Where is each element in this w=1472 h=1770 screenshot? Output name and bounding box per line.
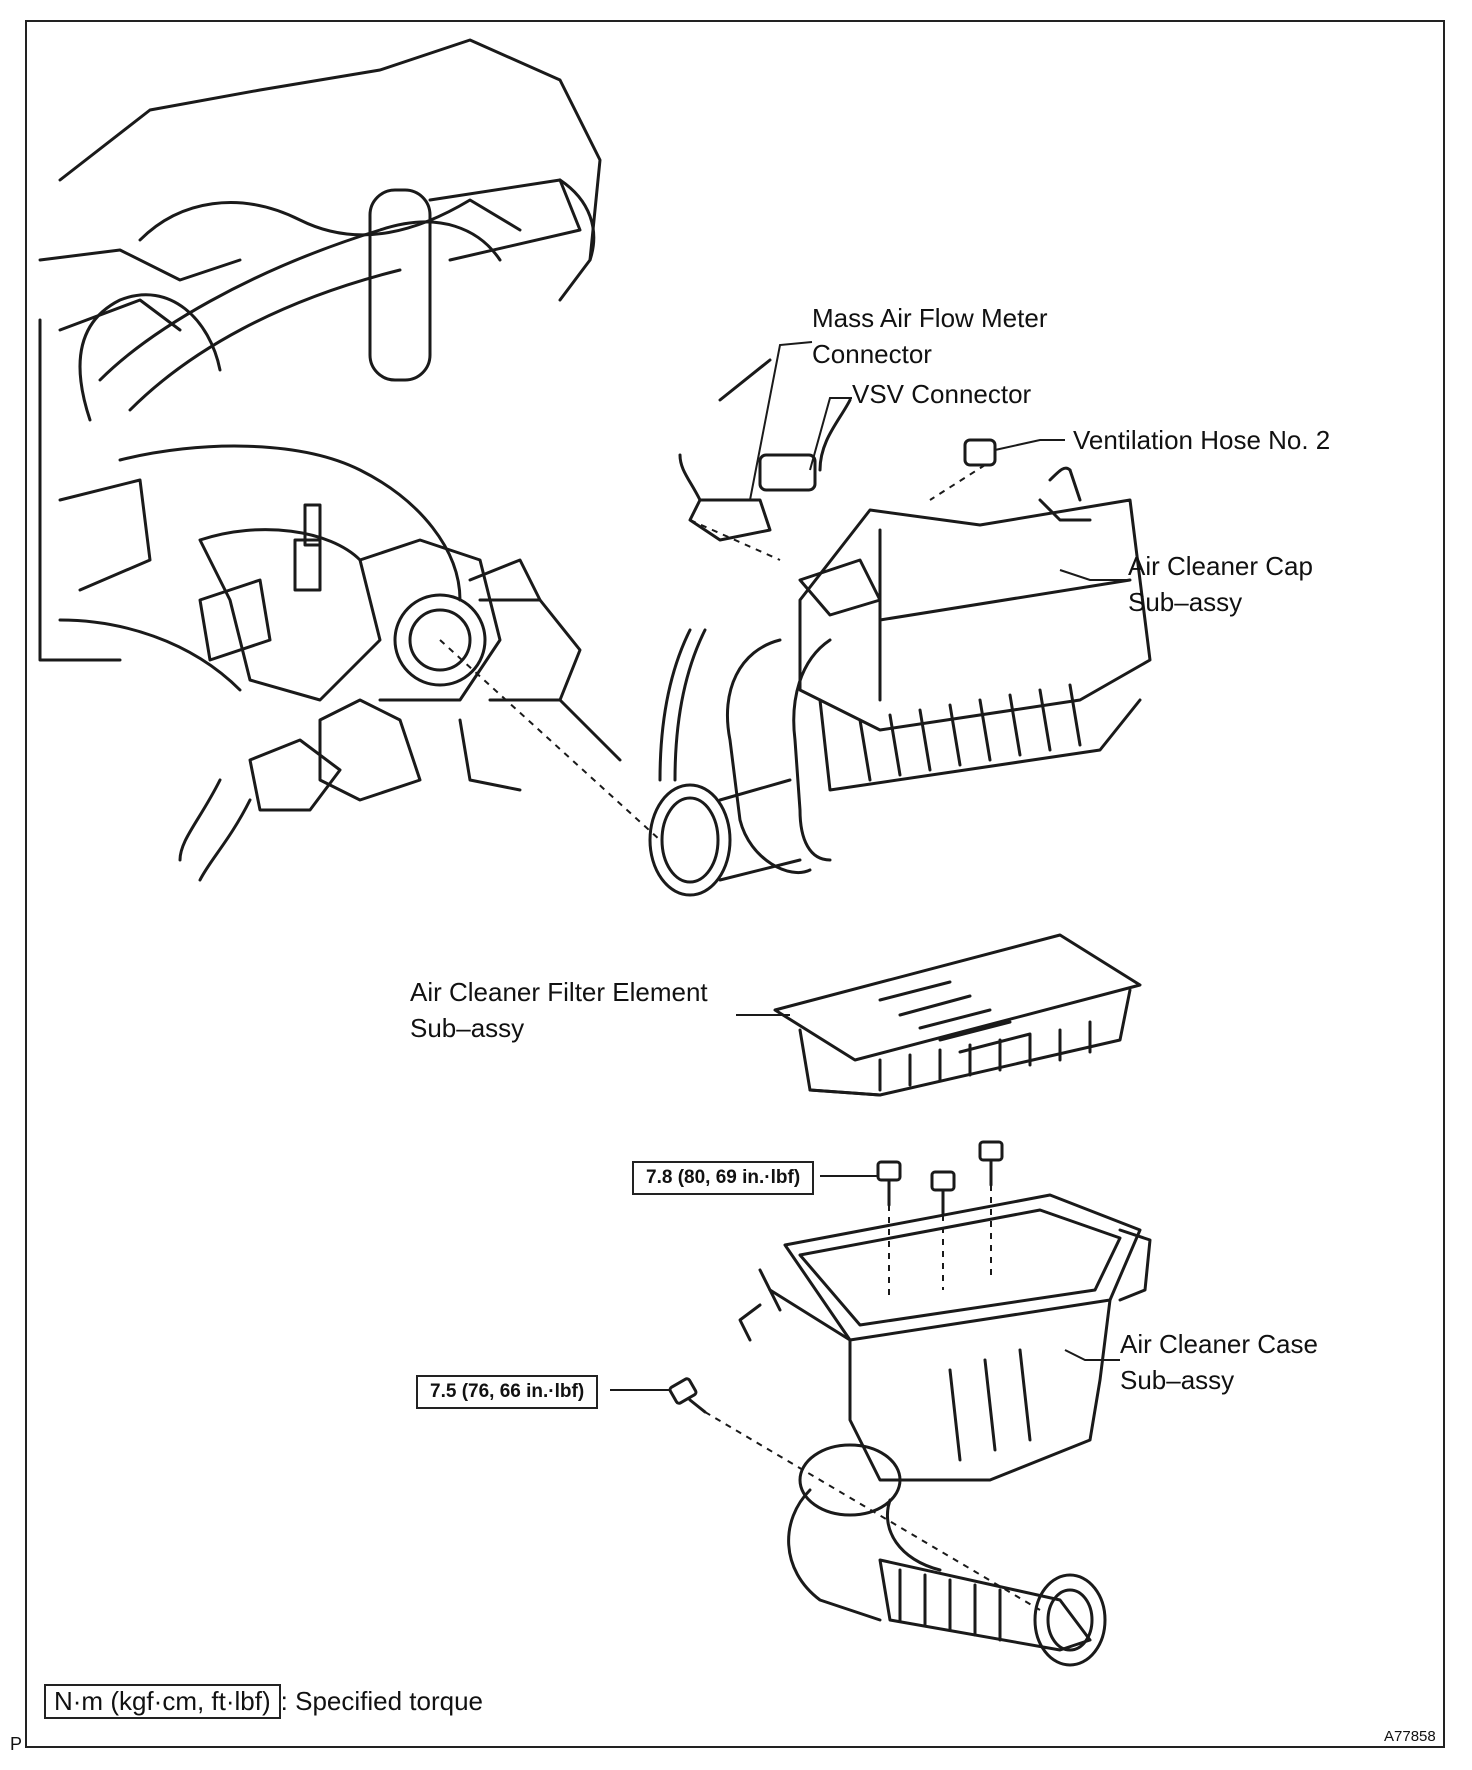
- torque-spec-case-bolt: 7.5 (76, 66 in.·lbf): [416, 1375, 599, 1409]
- legend-unit-box: N·m (kgf·cm, ft·lbf): [44, 1684, 281, 1719]
- air-cleaner-case-drawing: [738, 1193, 1152, 1667]
- engine-throttle-body-drawing: [38, 38, 622, 882]
- corner-mark: P: [10, 1734, 23, 1754]
- leader-lines: [610, 341, 1128, 1391]
- label-air-cleaner-cap: Air Cleaner Cap Sub–assy: [1128, 551, 1313, 617]
- label-air-cleaner-case: Air Cleaner Case Sub–assy: [1120, 1329, 1318, 1395]
- label-air-cleaner-filter-element: Air Cleaner Filter Element Sub–assy: [410, 977, 708, 1043]
- figure-id: A77858: [1384, 1728, 1436, 1745]
- air-cleaner-filter-element-drawing: [773, 933, 1142, 1097]
- label-mass-air-flow-meter-connector: Mass Air Flow Meter Connector: [812, 303, 1048, 369]
- air-cleaner-cap-drawing: [648, 358, 1152, 897]
- torque-legend: N·m (kgf·cm, ft·lbf): Specified torque: [44, 1684, 483, 1719]
- bolts-drawing: [668, 1140, 1004, 1414]
- legend-text: : Specified torque: [280, 1686, 484, 1716]
- torque-spec-cap-bolts: 7.8 (80, 69 in.·lbf): [632, 1161, 815, 1195]
- diagram-frame: [25, 20, 1445, 1748]
- label-ventilation-hose-no2: Ventilation Hose No. 2: [1073, 425, 1331, 455]
- alignment-lines: [439, 464, 1041, 1611]
- label-vsv-connector: VSV Connector: [852, 379, 1032, 409]
